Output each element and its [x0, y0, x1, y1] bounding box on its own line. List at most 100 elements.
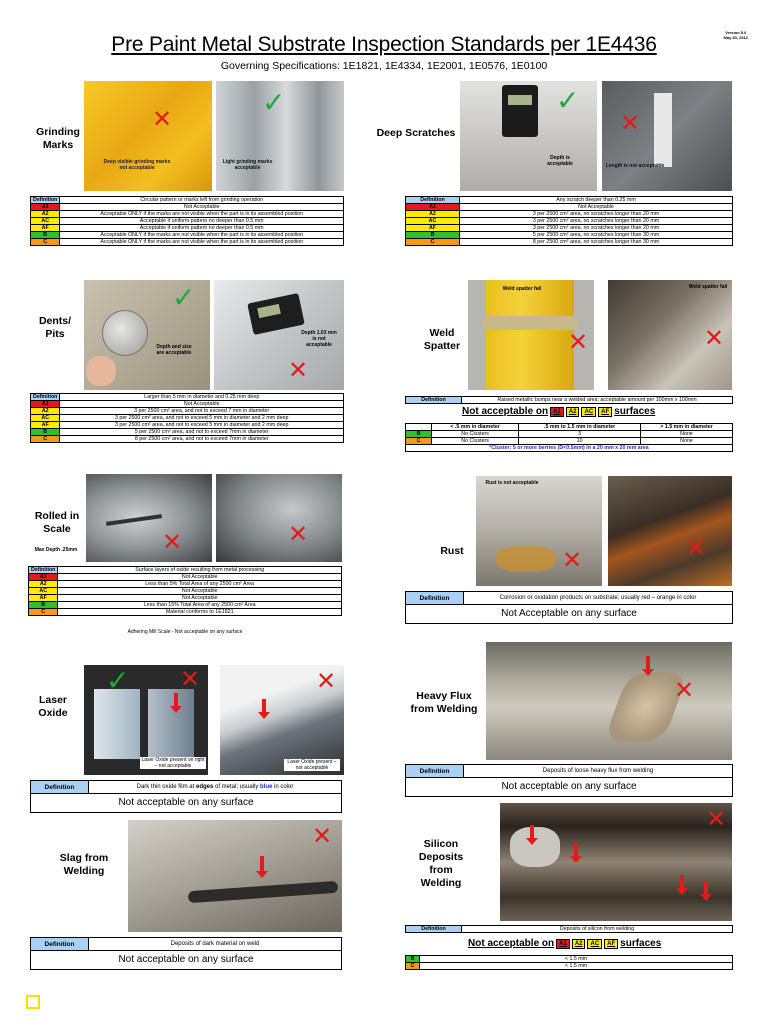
red-arrow-icon — [570, 843, 582, 863]
table-cell: 3 — [518, 430, 642, 438]
red-arrow-icon — [256, 856, 268, 878]
blank-cell — [405, 423, 432, 431]
slag-bead — [187, 880, 339, 904]
definition-label: Definition — [31, 781, 89, 793]
weld-caption-2: Weld spatter fail — [688, 284, 728, 290]
code-cell: AF — [29, 224, 61, 232]
x-mark-icon: ✕ — [312, 822, 333, 850]
scale-streak — [105, 514, 163, 526]
definition-label: Definition — [27, 566, 59, 574]
definition-text: Deposits of silicon from welding — [461, 925, 733, 933]
silicon-label: Silicon Deposits from Welding — [418, 838, 464, 889]
rolled-photo-2: ✕ — [216, 474, 342, 562]
rust-patch — [496, 546, 556, 572]
dents-label: Dents/ Pits — [38, 315, 72, 340]
flux-photo: ✕ — [486, 642, 732, 760]
laser-label: Laser Oxide — [38, 694, 68, 719]
grinding-photo-1: ✕ Deep visible grinding marks not accept… — [84, 81, 212, 191]
silicon-size-table: B< 1.5 mm C< 1.5 mm — [405, 955, 733, 970]
definition-text: Larger than 5 mm in diameter and 0.25 mm… — [59, 393, 344, 401]
code-chip: A2 — [565, 406, 580, 417]
rust-label: Rust — [440, 545, 464, 557]
rule-cell: 5 per 2500 cm² area, no scratches longer… — [459, 231, 733, 239]
code-cell: C — [29, 238, 61, 246]
rule-cell: 8 per 2500 cm² area, and not to exceed 7… — [59, 435, 344, 443]
na-suffix: surfaces — [614, 406, 656, 417]
x-mark-icon: ✕ — [162, 528, 183, 556]
rule-cell: 8 per 2500 cm² area, no scratches longer… — [459, 238, 733, 246]
definition-text: Surface layers of oxide resulting from m… — [57, 566, 342, 574]
col-header: .5 mm to 1.5 mm in diameter — [518, 423, 642, 431]
code-cell: C — [29, 435, 61, 443]
rolled-note: Adhering Mill Scale - Not acceptable on … — [127, 629, 243, 635]
scratches-caption-2: Length is not acceptable — [605, 163, 665, 169]
weld-not-acceptable-header: Not acceptable on A1 A2 AC AF surfaces — [462, 406, 655, 417]
silicon-deposit — [510, 827, 560, 867]
code-cell: AF — [29, 421, 61, 429]
version-info: Version 5.0 May 30, 2012 — [724, 30, 748, 40]
na-prefix: Not acceptable on — [462, 406, 549, 417]
definition-label: Definition — [406, 765, 464, 777]
definition-text: Circular pattern or marks left from grin… — [59, 196, 344, 204]
x-mark-icon: ✕ — [288, 356, 309, 384]
scratches-label: Deep Scratches — [376, 127, 456, 139]
rule-cell: Acceptable ONLY if the marks are not vis… — [59, 238, 344, 246]
x-mark-icon: ✕ — [316, 667, 337, 695]
code-cell: AF — [27, 594, 59, 602]
code-chip: A1 — [556, 938, 570, 949]
x-mark-icon: ✕ — [288, 520, 309, 548]
rust-photo-2: ✕ — [608, 476, 732, 586]
code-cell: A2 — [27, 580, 59, 588]
dents-caption-2: Depth 1.03 mm is not acceptable — [301, 330, 337, 348]
code-cell: B — [29, 428, 61, 436]
code-cell: B — [405, 955, 420, 963]
rolled-label: Rolled in Scale — [34, 510, 80, 535]
definition-text: Deposits of dark material on weld — [170, 941, 260, 947]
ruler-shape — [654, 93, 672, 167]
def-part-blue: blue — [260, 784, 273, 790]
rule-cell: < 1.5 mm — [419, 962, 733, 970]
finger-shape — [86, 356, 116, 386]
grinding-caption-2: Light grinding marks acceptable — [222, 159, 273, 171]
check-icon: ✓ — [556, 84, 580, 117]
slag-verdict: Not acceptable on any surface — [118, 954, 254, 965]
scratches-photo-1: ✓ Depth is acceptable — [460, 81, 597, 191]
version-label: Version 5.0 — [725, 30, 747, 35]
rule-cell: Not Acceptable — [59, 203, 344, 211]
coin-shape — [102, 310, 148, 356]
weld-photo-2: ✕ Weld spatter fail — [608, 280, 732, 390]
red-arrow-icon — [170, 693, 182, 713]
x-mark-icon: ✕ — [152, 105, 173, 133]
rolled-photo-1: ✕ — [86, 474, 212, 562]
rule-cell: Not Acceptable — [59, 400, 344, 408]
definition-label: Definition — [406, 592, 464, 604]
rule-cell: Not Acceptable — [459, 203, 733, 211]
rule-cell: Acceptable if uniform pattern no deeper … — [59, 217, 344, 225]
beam-shape — [486, 280, 574, 390]
definition-text: Deposits of loose heavy flux from weldin… — [542, 768, 654, 774]
col-header: < .5 mm in diameter — [430, 423, 520, 431]
check-icon: ✓ — [262, 86, 286, 119]
red-arrow-icon — [676, 875, 688, 895]
na-prefix: Not acceptable on — [468, 938, 555, 949]
metal-block-2 — [148, 689, 194, 759]
grinding-photo-2: ✓ Light grinding marks acceptable — [216, 81, 344, 191]
code-chip: AC — [587, 938, 603, 949]
code-cell: AC — [29, 414, 61, 422]
scratches-caption-1: Depth is acceptable — [547, 155, 573, 167]
code-cell: C — [405, 437, 432, 445]
rule-cell: 3 per 2500 cm² area, no scratches longer… — [459, 224, 733, 232]
slag-photo: ✕ — [128, 820, 342, 932]
flux-label: Heavy Flux from Welding — [410, 690, 478, 715]
table-cell: No Clusters — [430, 437, 520, 445]
weld-bead — [482, 316, 578, 330]
rule-cell: Not Acceptable — [57, 573, 342, 581]
laser-caption-2: Laser Oxide present – not acceptable — [284, 759, 340, 771]
code-cell: C — [405, 962, 420, 970]
definition-label: Definition — [405, 925, 462, 933]
rule-cell: Not Acceptable — [57, 587, 342, 595]
